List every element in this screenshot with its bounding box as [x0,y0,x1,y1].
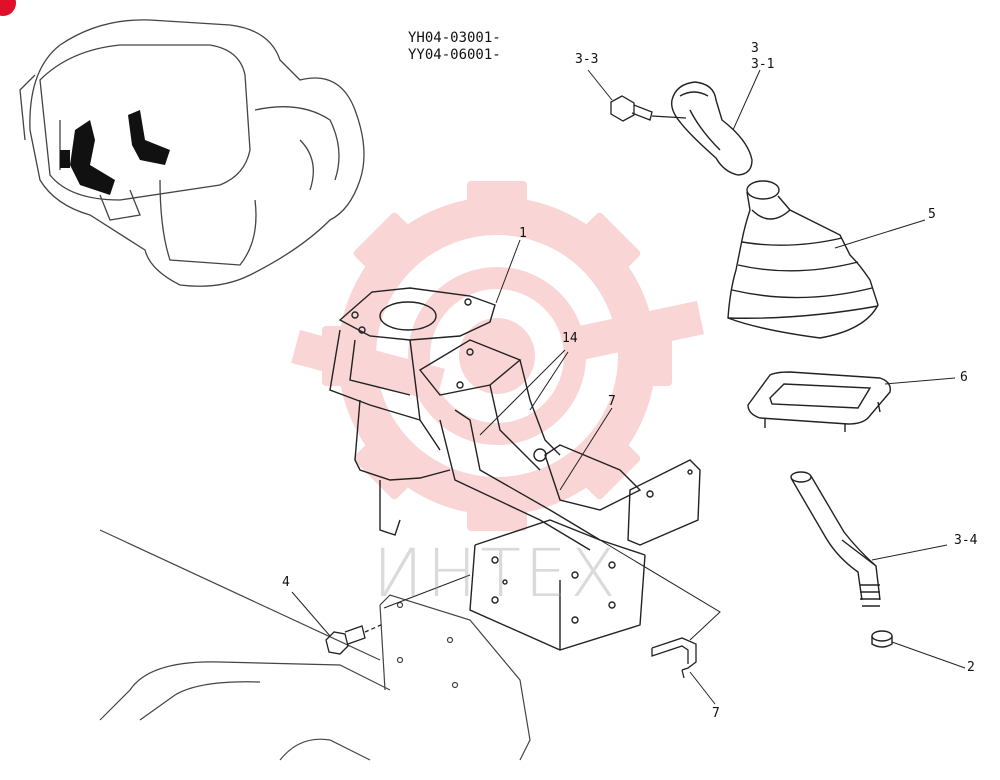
callout-4: 4 [282,575,290,590]
callout-7-upper: 7 [608,394,616,409]
bolt-4 [325,623,384,655]
callout-2: 2 [967,660,975,675]
clip-7 [651,637,697,679]
callout-3-1: 3-1 [751,57,775,72]
callout-5: 5 [928,207,936,222]
callout-1: 1 [519,226,527,241]
watermark-text: ИНТЕХ [373,535,620,612]
grip-knob [670,81,753,176]
callout-3-3: 3-3 [575,52,599,67]
lever-rod [790,471,881,607]
floor-plate [99,529,531,761]
corner-badge [0,0,16,16]
serial-numbers: YH04-03001- YY04-06001- [408,30,501,64]
cab-outline [19,19,365,287]
leader-lines [291,69,966,705]
serial-line-2: YY04-06001- [408,47,501,63]
frame-plate [747,371,891,432]
callout-3-4: 3-4 [954,533,978,548]
cab-levers [60,110,170,195]
watermark-gear-icon [291,181,705,531]
rubber-boot [727,180,879,339]
bolt-3-3 [610,95,687,122]
nut-2 [871,630,893,648]
console-frame [329,287,701,651]
callout-3: 3 [751,41,759,56]
callout-7-lower: 7 [712,706,720,721]
serial-line-1: YH04-03001- [408,30,501,46]
callout-14: 14 [562,331,578,346]
callout-6: 6 [960,370,968,385]
